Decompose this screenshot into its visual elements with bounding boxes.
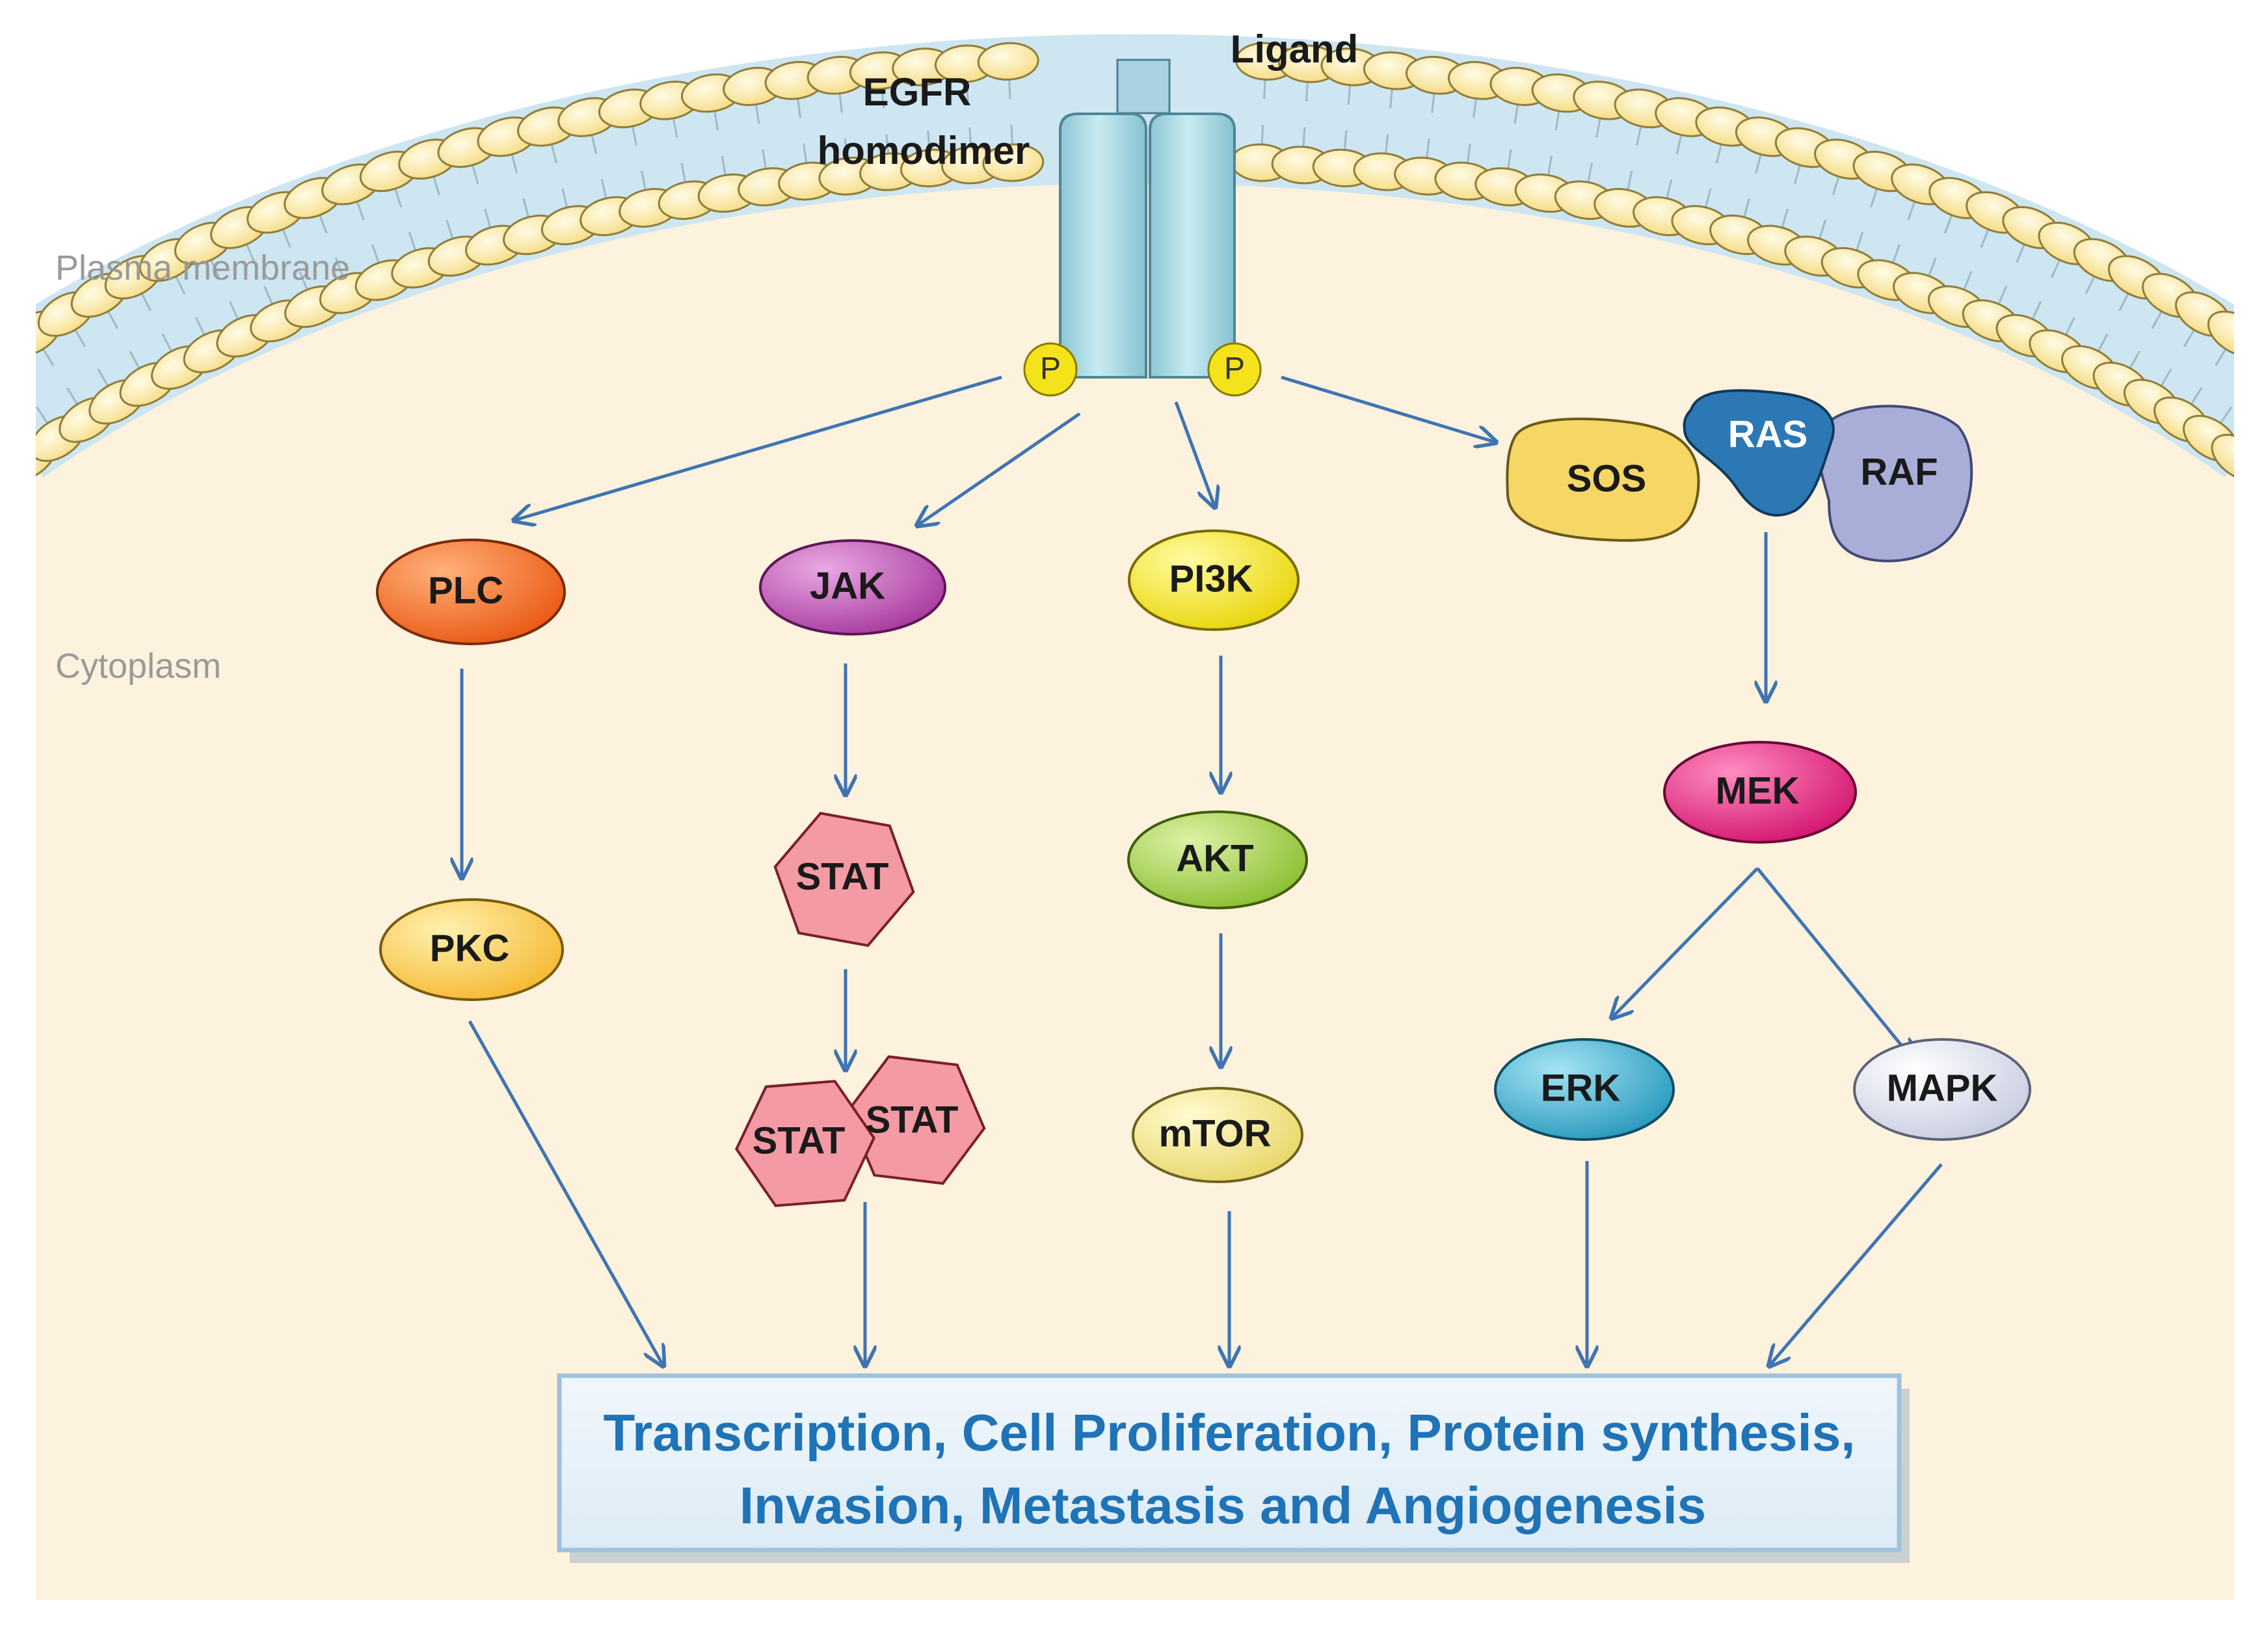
stat-dimer-a-label: STAT <box>753 1119 846 1162</box>
lipid-head <box>977 42 1039 81</box>
akt-label: AKT <box>1176 837 1253 879</box>
stat-dimer-b-label: STAT <box>866 1099 959 1141</box>
lipid-bilayer <box>0 42 2268 482</box>
mtor-node <box>1132 1087 1303 1183</box>
pkc-label: PKC <box>430 927 509 969</box>
receptor-left-icon <box>1059 113 1147 379</box>
arrow-pkc-to-outcome <box>468 1020 663 1366</box>
lipid-head <box>2262 343 2268 407</box>
erk-node <box>1494 1038 1675 1141</box>
lipid-tail <box>2239 427 2261 457</box>
plc-node <box>376 539 566 645</box>
hexagon-shape <box>734 1080 876 1207</box>
mapk-node <box>1853 1038 2031 1141</box>
lipid-head <box>2211 434 2234 482</box>
lipid-head <box>0 322 37 385</box>
jak-node <box>759 539 946 635</box>
plc-label: PLC <box>428 569 503 611</box>
phosphate-left-icon <box>1023 342 1078 397</box>
outcome-line1: Transcription, Cell Proliferation, Prote… <box>604 1404 1856 1462</box>
ligand-label: Ligand <box>1231 27 1359 71</box>
stat-node <box>773 812 915 947</box>
arrow-p-to-sos <box>1281 375 1496 442</box>
mek-label: MEK <box>1716 769 1800 812</box>
stat-label: STAT <box>796 855 889 898</box>
hexagon-shape <box>773 812 915 947</box>
lipid-head <box>2232 322 2268 386</box>
sos-node <box>1506 418 1700 542</box>
raf-label: RAF <box>1860 451 1938 493</box>
pkc-node <box>379 898 564 1001</box>
ras-label: RAS <box>1728 413 1808 455</box>
erk-label: ERK <box>1541 1067 1621 1109</box>
arrow-mek-to-erk <box>1612 867 1759 1018</box>
pathway-arrows <box>462 375 1943 1366</box>
phosphate-left-label: P <box>1040 352 1061 386</box>
ras-node <box>1683 389 1835 517</box>
egfr-homodimer: P P <box>1023 59 1262 397</box>
arrow-mapk-to-outcome <box>1769 1163 1943 1366</box>
lipid-tail <box>2246 354 2267 385</box>
egfr-label-line2: homodimer <box>818 129 1030 172</box>
jak-label: JAK <box>810 565 885 607</box>
mtor-label: mTOR <box>1159 1112 1272 1155</box>
arrow-p-to-pi3k <box>1174 401 1215 507</box>
lipid-tail <box>7 427 29 458</box>
ligand-icon <box>1116 59 1171 114</box>
mek-node <box>1663 741 1857 844</box>
phosphate-right-icon <box>1207 342 1262 397</box>
receptor-right-icon <box>1149 113 1236 379</box>
lipid-head <box>2207 310 2234 357</box>
stat-dimer-a-node <box>734 1080 876 1207</box>
mapk-label: MAPK <box>1887 1067 1998 1109</box>
plasma-membrane-label: Plasma membrane <box>55 248 350 287</box>
sos-label: SOS <box>1567 457 1647 500</box>
pi3k-node <box>1128 529 1300 631</box>
arrow-p-to-plc <box>514 375 1002 520</box>
akt-node <box>1127 810 1308 909</box>
lipid-head <box>982 143 1045 182</box>
cytoplasm-label: Cytoplasm <box>55 647 221 686</box>
pi3k-label: PI3K <box>1169 557 1253 600</box>
arrow-p-to-jak <box>917 412 1081 526</box>
phosphate-right-label: P <box>1224 352 1245 386</box>
arrow-mek-to-mapk <box>1756 867 1914 1060</box>
raf-node <box>1816 405 1973 563</box>
lipid-head <box>0 343 6 407</box>
lipid-tail <box>2 354 23 385</box>
egfr-label-line1: EGFR <box>863 70 972 114</box>
outcome-line2: Invasion, Metastasis and Angiogenesis <box>740 1476 1706 1534</box>
outcome-box: Transcription, Cell Proliferation, Prote… <box>557 1373 1910 1563</box>
